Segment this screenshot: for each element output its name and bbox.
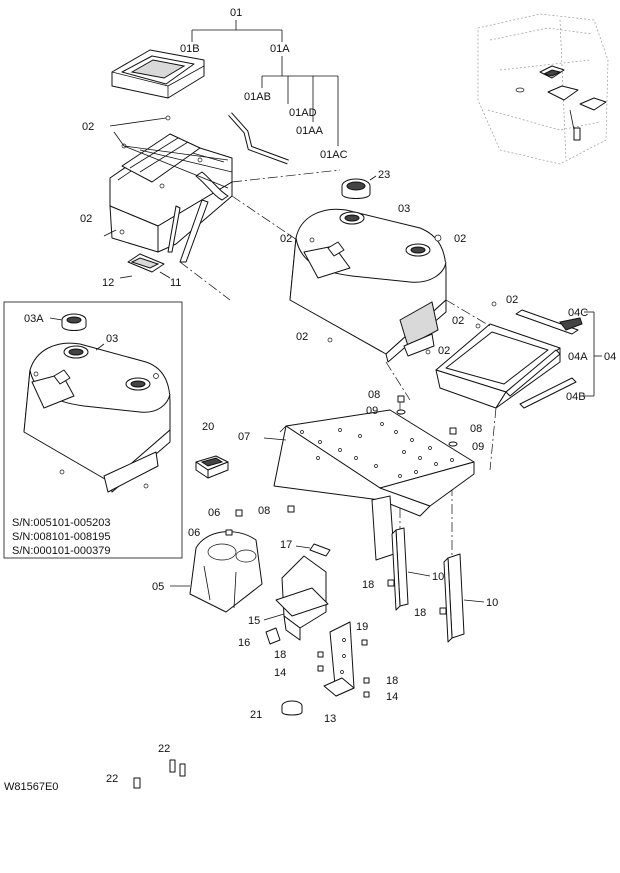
machine-reference-sketch bbox=[477, 13, 609, 165]
label-02-tank-bottom: 02 bbox=[296, 331, 308, 343]
label-01b: 01B bbox=[180, 43, 200, 55]
label-18-right: 18 bbox=[386, 675, 398, 687]
label-08-right: 08 bbox=[470, 423, 482, 435]
label-03a: 03A bbox=[24, 313, 44, 325]
label-02-console-side: 02 bbox=[80, 213, 92, 225]
inset-variant-box: 03A 03 S/N:005101-005203 S/N:008101-0081… bbox=[3, 301, 183, 559]
label-18-bracket-left: 18 bbox=[362, 579, 374, 591]
label-01ac: 01AC bbox=[320, 149, 348, 161]
part-01-console: 02 02 bbox=[80, 112, 289, 263]
label-02-tray-bottom: 02 bbox=[438, 345, 450, 357]
serial-number-3: S/N:000101-000379 bbox=[12, 545, 110, 557]
label-01ad: 01AD bbox=[289, 107, 317, 119]
label-21: 21 bbox=[250, 709, 262, 721]
drawing-code: W81567E0 bbox=[4, 781, 58, 793]
label-04b: 04B bbox=[566, 391, 586, 403]
label-22-bottom: 22 bbox=[106, 773, 118, 785]
assembly-tree: 01 01B 01A 01AB 01AD 01AA 01AC bbox=[180, 7, 348, 161]
part-20-block: 20 bbox=[195, 421, 229, 479]
label-14-right: 14 bbox=[386, 691, 398, 703]
label-14-left: 14 bbox=[274, 667, 286, 679]
label-09-top: 09 bbox=[366, 405, 378, 417]
part-07-base-plate: 07 bbox=[238, 409, 475, 561]
part-05-cup-holder: 06 06 05 bbox=[152, 507, 263, 613]
label-09-right: 09 bbox=[472, 441, 484, 453]
part-15-bracket: 17 15 16 bbox=[238, 539, 331, 649]
label-06-top: 06 bbox=[208, 507, 220, 519]
label-03-inset: 03 bbox=[106, 333, 118, 345]
part-01b-tray bbox=[111, 49, 205, 99]
part-11-bracket: 12 11 bbox=[102, 253, 181, 289]
label-04c: 04C bbox=[568, 307, 588, 319]
part-04-tray: 02 02 02 04C 04A 04 04B bbox=[403, 294, 616, 409]
label-15: 15 bbox=[248, 615, 260, 627]
label-01aa: 01AA bbox=[296, 125, 324, 137]
label-07: 07 bbox=[238, 431, 250, 443]
label-12: 12 bbox=[102, 277, 114, 289]
label-05: 05 bbox=[152, 581, 164, 593]
label-23: 23 bbox=[378, 169, 390, 181]
mounting-holes bbox=[300, 422, 454, 478]
label-06-side: 06 bbox=[188, 527, 200, 539]
label-02-console: 02 bbox=[82, 121, 94, 133]
serial-number-2: S/N:008101-008195 bbox=[12, 531, 110, 543]
label-02-tray-mid: 02 bbox=[452, 315, 464, 327]
label-11: 11 bbox=[170, 277, 181, 289]
label-01a: 01A bbox=[270, 43, 290, 55]
label-20: 20 bbox=[202, 421, 214, 433]
screws-08-09: 08 09 08 09 08 bbox=[258, 389, 484, 517]
part-03-tank: 03 02 02 02 bbox=[280, 203, 466, 363]
label-18-bracket-right: 18 bbox=[414, 607, 426, 619]
label-01ab: 01AB bbox=[244, 91, 271, 103]
part-13-bracket: 19 18 14 18 14 13 bbox=[274, 621, 398, 725]
label-18-left: 18 bbox=[274, 649, 286, 661]
label-02-tank-right: 02 bbox=[454, 233, 466, 245]
label-04a: 04A bbox=[568, 351, 588, 363]
part-21-plug: 21 bbox=[250, 700, 303, 721]
label-08-top: 08 bbox=[368, 389, 380, 401]
label-16: 16 bbox=[238, 637, 250, 649]
label-01: 01 bbox=[230, 7, 242, 19]
label-02-tank-left: 02 bbox=[280, 233, 292, 245]
part-22-screws: 22 22 bbox=[106, 743, 186, 789]
part-23-cap: 23 bbox=[341, 169, 390, 199]
label-13: 13 bbox=[324, 713, 336, 725]
serial-number-1: S/N:005101-005203 bbox=[12, 517, 110, 529]
label-03: 03 bbox=[398, 203, 410, 215]
label-22-top: 22 bbox=[158, 743, 170, 755]
part-10-brackets: 10 10 18 18 bbox=[362, 527, 498, 643]
label-10-right: 10 bbox=[486, 597, 498, 609]
label-10-left: 10 bbox=[432, 571, 444, 583]
label-08-left: 08 bbox=[258, 505, 270, 517]
label-04: 04 bbox=[604, 351, 616, 363]
label-02-tray-top: 02 bbox=[506, 294, 518, 306]
label-17: 17 bbox=[280, 539, 292, 551]
label-19: 19 bbox=[356, 621, 368, 633]
